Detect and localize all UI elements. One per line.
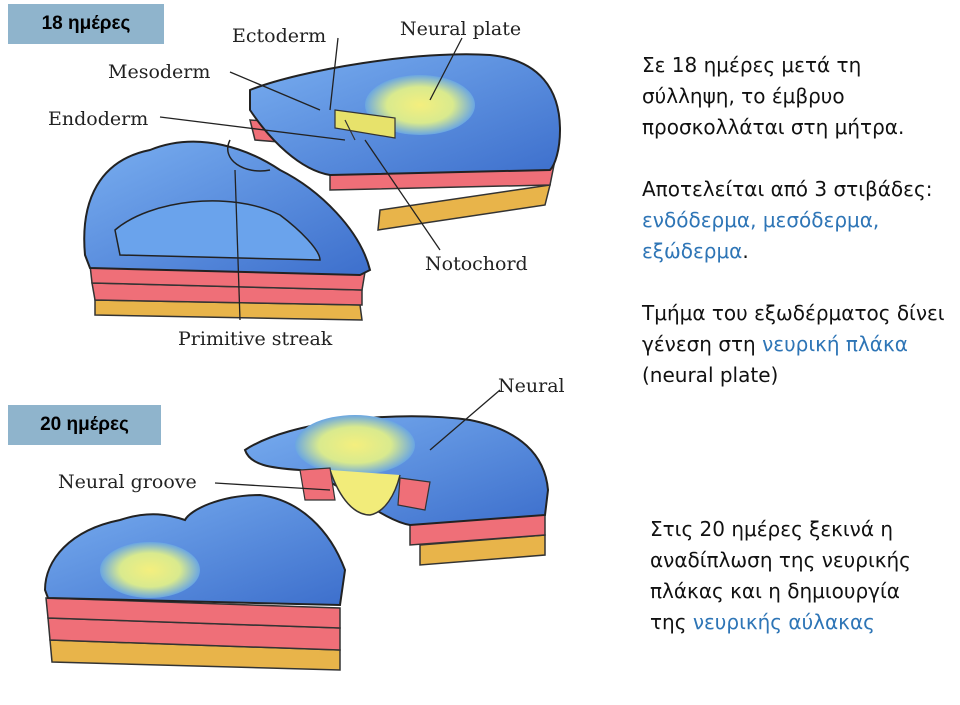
ectoderm-leader bbox=[329, 37, 339, 111]
paragraph-3-end: (neural plate) bbox=[642, 363, 779, 387]
mesoderm-leader bbox=[229, 71, 321, 111]
neural-leader bbox=[429, 389, 501, 451]
neural-label: Neural bbox=[498, 375, 565, 397]
paragraph-4-text: Στις 20 ημέρες ξεκινά η αναδίπλωση της ν… bbox=[650, 517, 911, 634]
notochord-leader bbox=[364, 139, 441, 251]
ectoderm-label: Ectoderm bbox=[232, 25, 326, 47]
paragraph-3-text: Τμήμα του εξωδέρματος δίνει γένεση στη bbox=[642, 301, 945, 356]
text-paragraph-2: Αποτελείται από 3 στιβάδες: ενδόδερμα, μ… bbox=[642, 174, 942, 267]
embryo-18-days: Ectoderm Neural plate Mesoderm Endoderm … bbox=[48, 18, 562, 350]
neural-groove-highlight: νευρικής αύλακας bbox=[692, 610, 875, 634]
paragraph-1-text: Σε 18 ημέρες μετά τη σύλληψη, το έμβρυο … bbox=[642, 53, 905, 139]
neural-plate-highlight: νευρική πλάκα bbox=[762, 332, 908, 356]
paragraph-2-text: Αποτελείται από 3 στιβάδες: bbox=[642, 177, 933, 201]
day-20-label: 20 ημέρες bbox=[8, 405, 161, 445]
text-paragraph-1: Σε 18 ημέρες μετά τη σύλληψη, το έμβρυο … bbox=[642, 50, 932, 143]
mesoderm-label: Mesoderm bbox=[108, 61, 210, 83]
neural-plate-leader bbox=[429, 37, 463, 101]
primitive-streak-leader bbox=[234, 169, 241, 321]
neural-groove-leader bbox=[214, 482, 331, 491]
endoderm-label: Endoderm bbox=[48, 108, 148, 130]
paragraph-2-end: . bbox=[742, 239, 749, 263]
day-18-label: 18 ημέρες bbox=[8, 4, 164, 44]
embryo-20-days: Neural Neural groove bbox=[43, 375, 565, 671]
notochord-label: Notochord bbox=[425, 253, 528, 275]
text-paragraph-3: Τμήμα του εξωδέρματος δίνει γένεση στη ν… bbox=[642, 298, 960, 391]
germ-layers-highlight: ενδόδερμα, μεσόδερμα, εξώδερμα bbox=[642, 208, 880, 263]
neural-groove-label: Neural groove bbox=[58, 471, 197, 493]
neural-plate-label: Neural plate bbox=[400, 18, 521, 40]
primitive-streak-label: Primitive streak bbox=[178, 328, 333, 350]
endoderm-leader bbox=[159, 116, 346, 141]
text-paragraph-4: Στις 20 ημέρες ξεκινά η αναδίπλωση της ν… bbox=[650, 514, 940, 638]
